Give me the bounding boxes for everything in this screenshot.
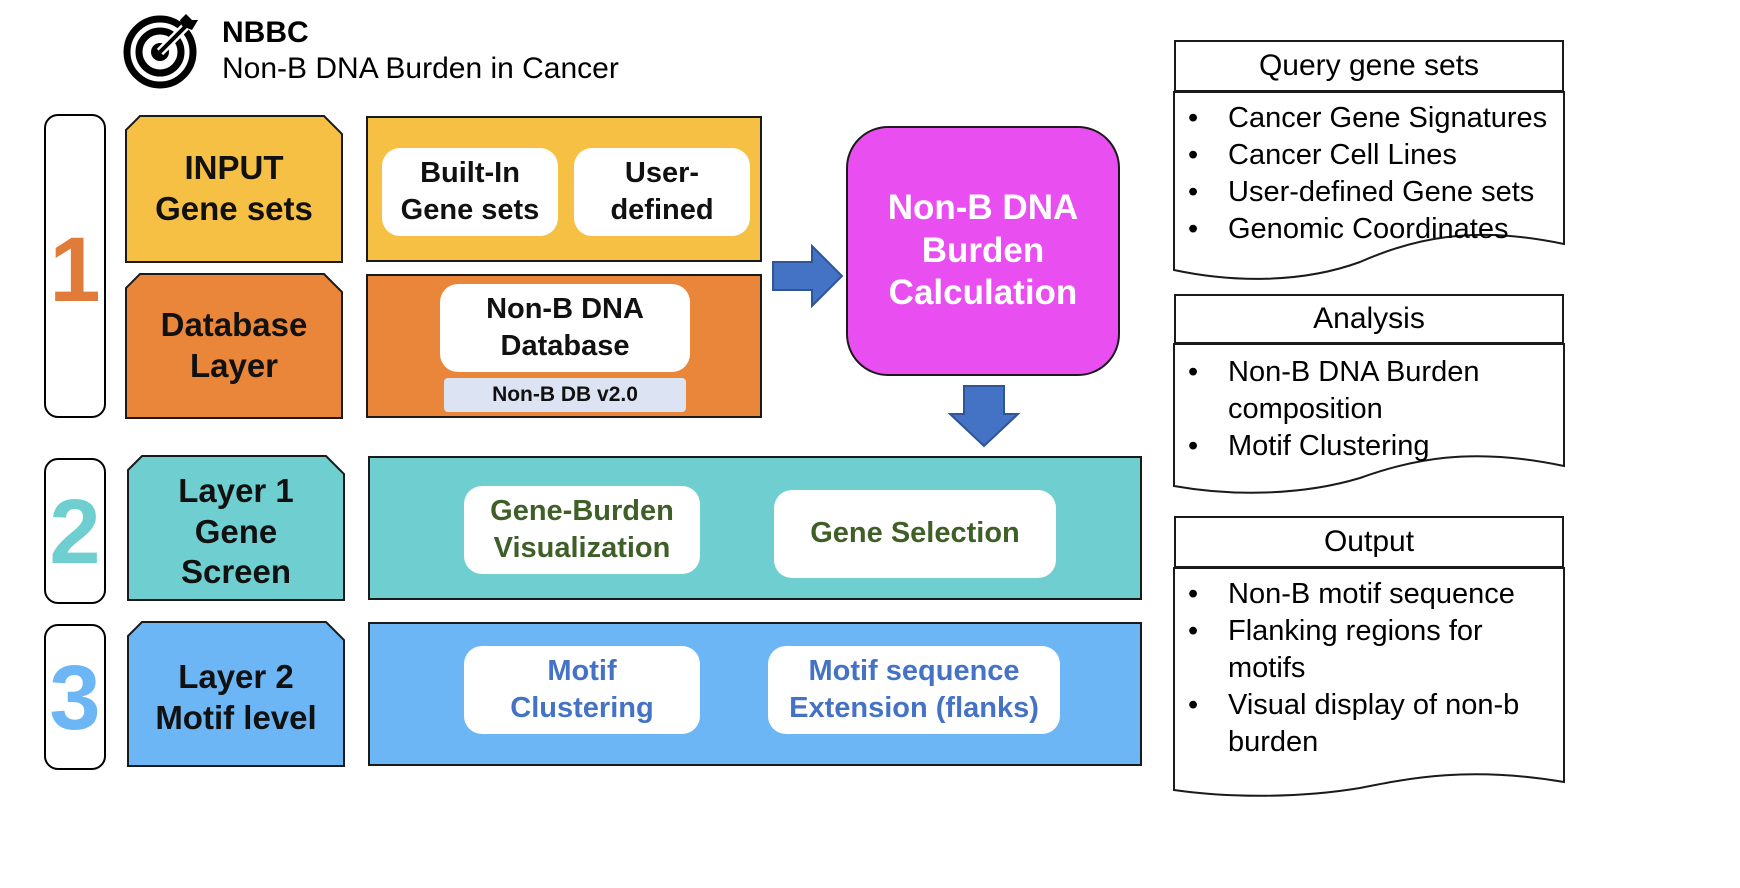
input-tab-shape <box>125 115 343 263</box>
output-header: Output <box>1174 516 1564 568</box>
database-version-badge: Non-B DB v2.0 <box>444 378 686 412</box>
arrow-right-icon <box>772 244 844 308</box>
list-item: Flanking regions for motifs <box>1174 613 1524 687</box>
step-1-number: 1 <box>49 219 101 321</box>
gene-selection-option[interactable]: Gene Selection <box>774 490 1056 578</box>
query-gene-sets-header: Query gene sets <box>1174 40 1564 92</box>
step-2-box: 2 <box>44 458 106 604</box>
layer2-tab-shape <box>127 621 345 767</box>
step-3-box: 3 <box>44 624 106 770</box>
analysis-header: Analysis <box>1174 294 1564 344</box>
step-1-box: 1 <box>44 114 106 418</box>
list-item: Cancer Cell Lines <box>1174 137 1564 174</box>
list-item: User-defined Gene sets <box>1174 174 1564 211</box>
step-3-number: 3 <box>49 647 101 749</box>
list-item: Genomic Coordinates <box>1174 211 1564 248</box>
list-item: Motif Clustering <box>1174 428 1504 465</box>
app-title: NBBC <box>222 16 309 49</box>
query-gene-sets-list: Cancer Gene Signatures Cancer Cell Lines… <box>1174 100 1564 249</box>
step-2-number: 2 <box>49 481 101 583</box>
list-item: Non-B DNA Burden composition <box>1174 354 1504 428</box>
app-subtitle: Non-B DNA Burden in Cancer <box>222 52 619 85</box>
analysis-list: Non-B DNA Burden composition Motif Clust… <box>1174 354 1504 465</box>
target-logo-icon <box>122 10 202 90</box>
output-list: Non-B motif sequence Flanking regions fo… <box>1174 576 1524 762</box>
layer1-tab-shape <box>127 455 345 601</box>
list-item: Cancer Gene Signatures <box>1174 100 1564 137</box>
list-item: Non-B motif sequence <box>1174 576 1524 613</box>
arrow-down-icon <box>948 385 1020 448</box>
list-item: Visual display of non-b burden <box>1174 687 1524 761</box>
database-tab-shape <box>125 273 343 419</box>
user-defined-option[interactable]: User-defined <box>574 148 750 236</box>
